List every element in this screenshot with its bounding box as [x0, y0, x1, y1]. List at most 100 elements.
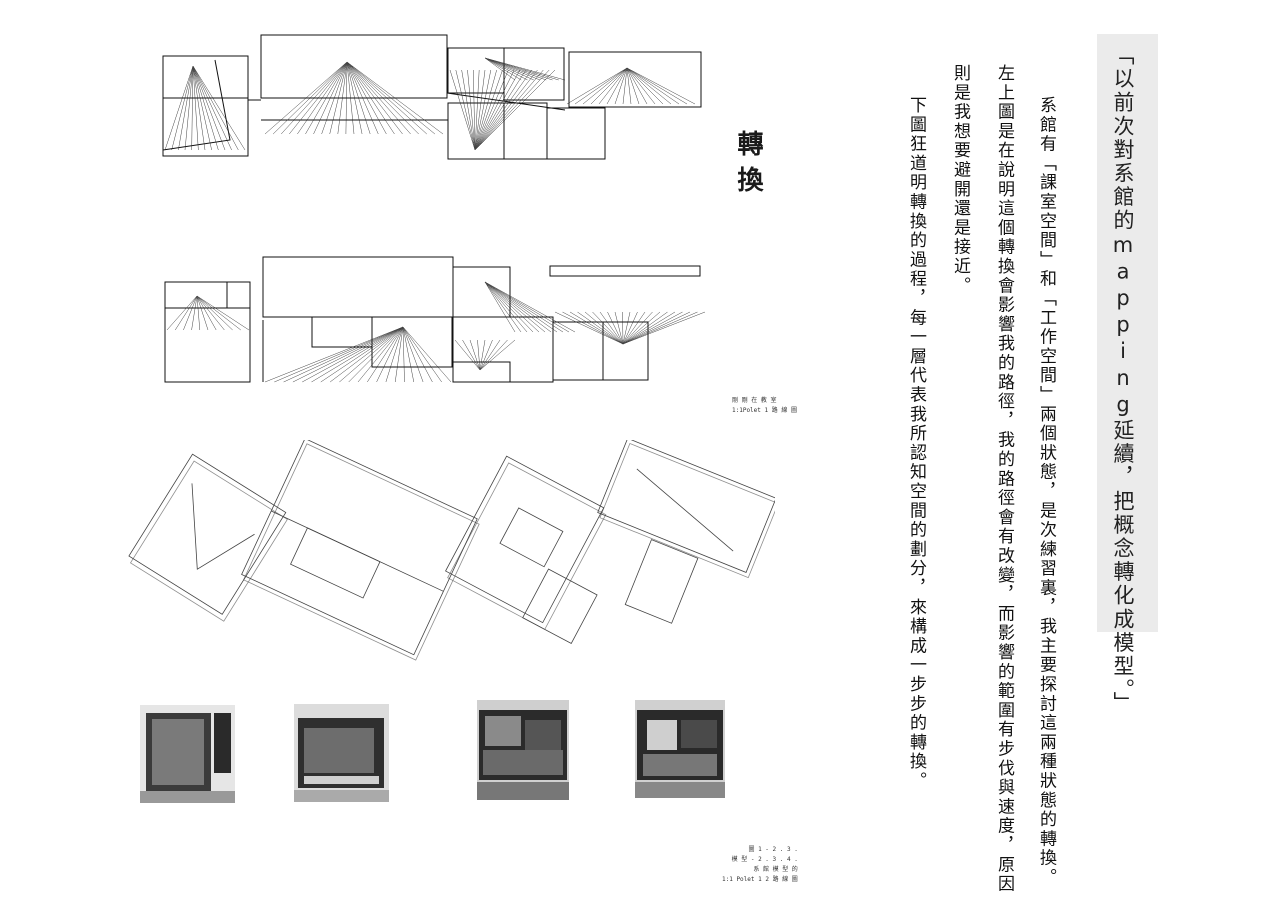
path-line	[590, 67, 628, 105]
path-line	[454, 339, 481, 371]
path-line	[183, 295, 198, 331]
caption-lower-line: 1:1 Polet 1 2 路 線 圖	[722, 876, 798, 883]
model-photo-2	[294, 704, 389, 802]
path-line	[402, 326, 405, 383]
path-line	[346, 61, 371, 135]
path-line	[280, 61, 348, 135]
path-line	[592, 311, 624, 345]
path-line	[166, 295, 198, 331]
path-line	[192, 65, 232, 151]
path-line	[289, 61, 348, 135]
path-line	[264, 61, 348, 135]
paragraph-2: 左上圖是在說明這個轉換會影響我的路徑，我的路徑會有改變，而影響的範圍有步伐與速度…	[994, 64, 1014, 894]
path-line	[626, 67, 632, 105]
path-line	[622, 67, 628, 105]
path-line	[479, 339, 508, 371]
path-line	[164, 65, 194, 151]
path-line	[622, 311, 624, 345]
path-line	[321, 61, 348, 135]
path-line	[484, 281, 570, 333]
path-line	[346, 61, 419, 135]
path-line	[626, 67, 680, 105]
path-line	[474, 69, 492, 151]
path-line	[385, 326, 404, 383]
path-line	[462, 339, 481, 371]
path-line	[402, 326, 433, 383]
path-line	[479, 339, 516, 371]
path-line	[192, 65, 212, 151]
path-line	[196, 295, 250, 331]
path-line	[477, 339, 481, 371]
path-line	[346, 61, 363, 135]
path-line	[348, 326, 404, 383]
path-line	[474, 69, 509, 151]
caption-upper-line: 1:1Polet 1 路 線 圖	[732, 407, 797, 414]
path-line	[484, 57, 541, 81]
path-line	[484, 281, 552, 333]
path-line	[614, 311, 624, 345]
model-photo-3	[477, 700, 569, 800]
path-line	[346, 61, 411, 135]
path-line	[292, 326, 404, 383]
path-line	[274, 326, 404, 383]
path-line	[474, 69, 550, 151]
section-heading: 轉換	[733, 130, 763, 202]
path-line	[376, 326, 404, 383]
path-line	[622, 311, 676, 345]
path-line	[337, 61, 348, 135]
path-line	[171, 65, 194, 151]
path-line	[283, 326, 404, 383]
caption-lower: 圖 1 - 2 . 3 . 模 型 - 2 . 3 . 4 . 系 館 模 型 …	[722, 845, 798, 885]
path-line	[394, 326, 404, 383]
path-line	[402, 326, 452, 383]
path-line	[484, 57, 547, 81]
paragraph-3: 則是我想要避開還是接近。	[950, 64, 970, 296]
path-line	[554, 311, 624, 345]
paragraph-4: 下圖狂道明轉換的過程，每一層代表我所認知空間的劃分，來構成一步步的轉換。	[906, 96, 926, 791]
path-line	[272, 61, 348, 135]
path-line	[622, 311, 646, 345]
path-line	[402, 326, 442, 383]
path-line	[191, 295, 198, 331]
path-diagram-top	[162, 34, 702, 160]
model-photo-4	[635, 700, 725, 798]
caption-lower-line: 圖 1 - 2 . 3 .	[748, 846, 798, 853]
path-line	[402, 326, 415, 383]
path-line	[196, 295, 201, 331]
path-line	[484, 57, 566, 81]
path-line	[622, 311, 683, 345]
path-line	[626, 67, 640, 105]
path-line	[484, 281, 546, 333]
path-line	[577, 311, 624, 345]
caption-lower-line: 系 館 模 型 的	[753, 866, 798, 873]
path-line	[474, 69, 556, 151]
path-line	[584, 311, 624, 345]
path-line	[479, 339, 501, 371]
path-line	[346, 61, 403, 135]
path-line	[622, 311, 698, 345]
path-line	[345, 61, 348, 135]
path-line	[346, 61, 355, 135]
path-line	[484, 57, 516, 81]
path-line	[622, 311, 691, 345]
quote-box	[1097, 34, 1158, 632]
path-line	[484, 57, 534, 81]
path-line	[192, 65, 206, 151]
path-line	[196, 295, 209, 331]
path-line	[484, 281, 558, 333]
path-line	[474, 69, 480, 151]
path-line	[297, 61, 348, 135]
path-line	[484, 57, 528, 81]
path-line	[192, 65, 199, 151]
path-line	[346, 61, 436, 135]
axonometric-models	[128, 440, 775, 661]
path-line	[313, 61, 348, 135]
path-line	[346, 61, 387, 135]
path-line	[449, 69, 476, 151]
path-line	[192, 65, 219, 151]
path-line	[367, 326, 404, 383]
path-line	[184, 65, 194, 151]
path-line	[474, 69, 538, 151]
path-line	[484, 281, 564, 333]
caption-upper: 剛 剛 在 教 室 1:1Polet 1 路 線 圖	[732, 396, 797, 416]
